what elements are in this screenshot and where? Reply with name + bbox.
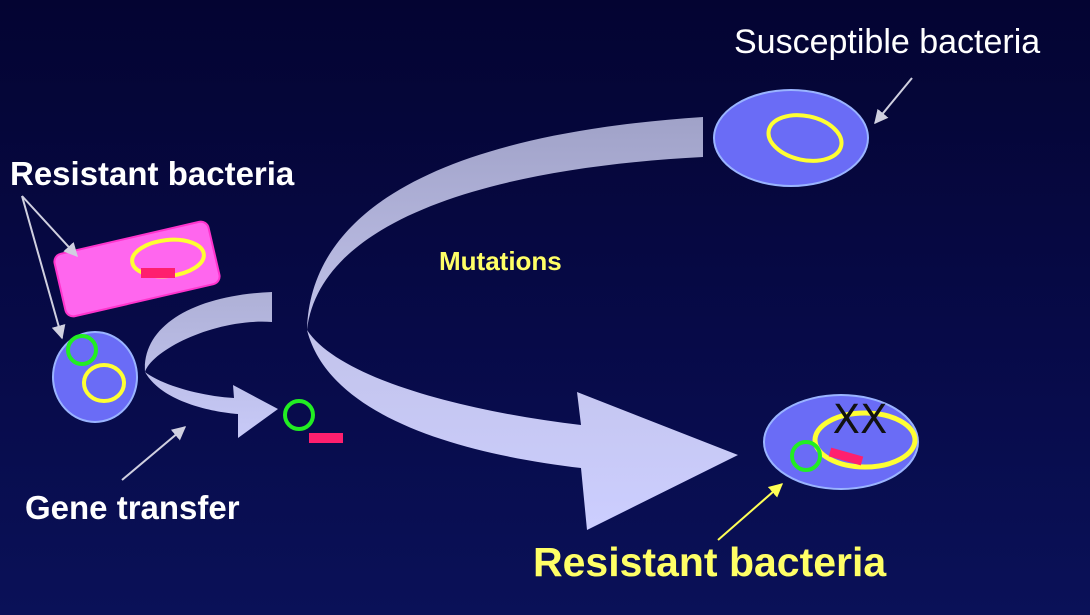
resistant-result-pointer bbox=[717, 483, 784, 541]
transferred-resistance-gene bbox=[309, 433, 343, 443]
susceptible-bacteria-label: Susceptible bacteria bbox=[734, 23, 1041, 61]
susceptible-cell bbox=[713, 89, 869, 187]
result-resistance-gene bbox=[828, 447, 864, 466]
rod-resistant-bacterium bbox=[53, 220, 221, 318]
mutation-arrow bbox=[307, 117, 738, 530]
mutation-marks: XX bbox=[833, 397, 888, 443]
result-plasmid bbox=[790, 440, 822, 472]
resistant-bacteria-label-top: Resistant bacteria bbox=[10, 155, 295, 192]
result-resistant-bacterium bbox=[763, 394, 919, 490]
gene-transfer-arrow bbox=[144, 292, 278, 438]
resistant-bacteria-label-bottom: Resistant bacteria bbox=[533, 539, 887, 585]
gene-transfer-pointer bbox=[121, 426, 187, 481]
oval-plasmid bbox=[66, 334, 98, 366]
susceptible-bacterium bbox=[713, 89, 869, 187]
gene-transfer-label: Gene transfer bbox=[25, 489, 240, 526]
rod-resistance-gene bbox=[141, 268, 175, 278]
oval-resistant-bacterium bbox=[52, 331, 138, 423]
oval-chromosome bbox=[82, 363, 126, 403]
resistant-pointer-rod bbox=[21, 195, 78, 258]
resistant-pointer-oval bbox=[21, 195, 66, 340]
mutations-label: Mutations bbox=[439, 246, 562, 276]
susceptible-chromosome bbox=[766, 113, 844, 163]
transferred-plasmid bbox=[283, 399, 315, 431]
result-chromosome bbox=[812, 410, 918, 470]
susceptible-pointer bbox=[874, 77, 913, 125]
